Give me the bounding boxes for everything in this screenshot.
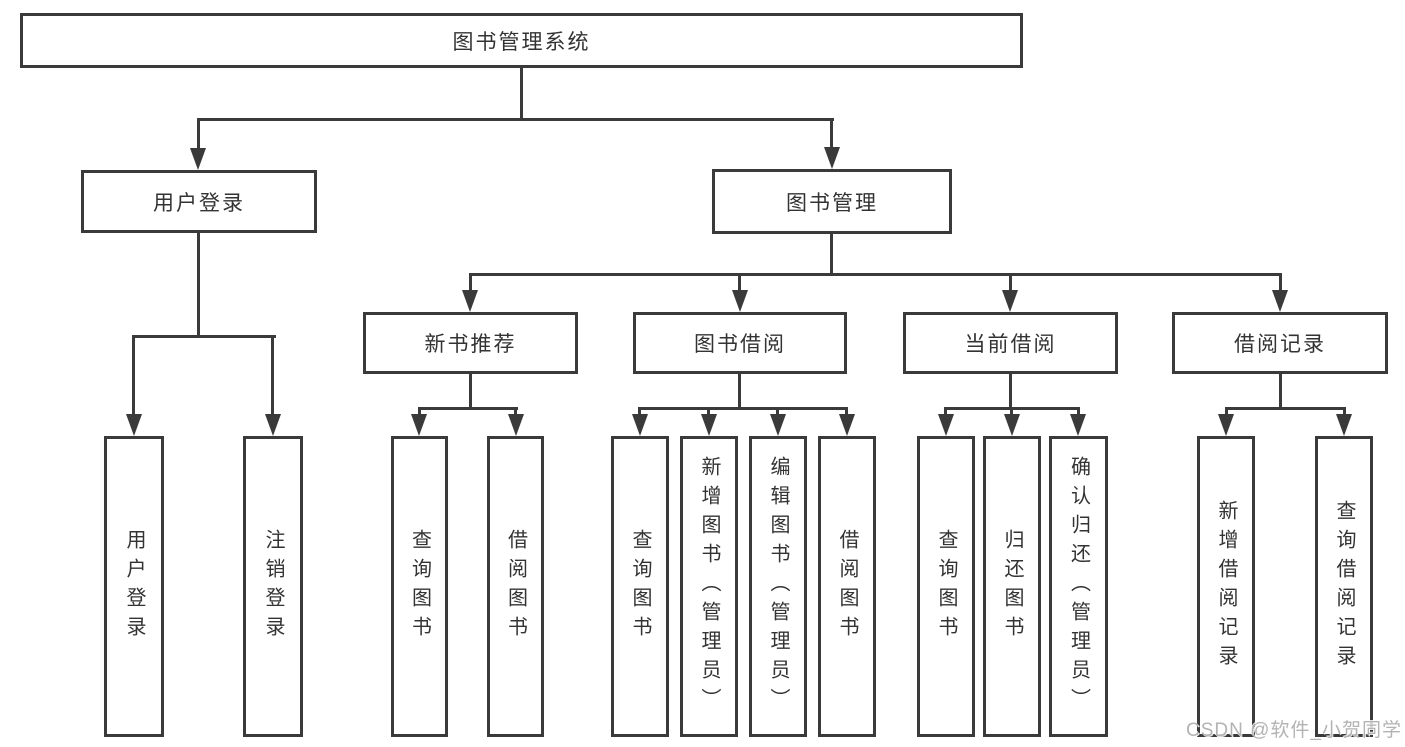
node-new-book-recommend: 新书推荐 [363, 312, 578, 374]
connector-line [418, 407, 518, 410]
connector-line [469, 374, 472, 410]
leaf-records-query-record: 查询借阅记录 [1315, 436, 1373, 737]
connector-line [707, 407, 710, 416]
connector-line [197, 118, 834, 121]
leaf-current-return-books: 归还图书 [983, 436, 1041, 737]
arrow-down-icon [411, 414, 427, 436]
connector-line [271, 335, 274, 416]
connector-line [514, 407, 517, 416]
connector-line [520, 68, 523, 121]
leaf-logout: 注销登录 [243, 436, 303, 737]
connector-line [944, 407, 947, 416]
leaf-user-login: 用户登录 [104, 436, 164, 737]
arrow-down-icon [632, 414, 648, 436]
arrow-down-icon [265, 414, 281, 436]
arrow-down-icon [1336, 414, 1352, 436]
node-book-management: 图书管理 [712, 169, 952, 234]
leaf-recommend-borrow-books: 借阅图书 [487, 436, 544, 737]
node-current-borrowing: 当前借阅 [903, 312, 1118, 374]
arrow-down-icon [824, 147, 840, 169]
leaf-borrow-borrow-books: 借阅图书 [818, 436, 876, 737]
connector-line [197, 118, 200, 150]
connector-line [469, 273, 472, 292]
arrow-down-icon [1004, 414, 1020, 436]
leaf-records-add-record: 新增借阅记录 [1197, 436, 1255, 737]
connector-line [132, 335, 135, 416]
connector-line [638, 407, 848, 410]
node-book-borrowing: 图书借阅 [633, 312, 847, 374]
connector-line [1077, 407, 1080, 416]
connector-line [738, 374, 741, 410]
connector-line [1009, 273, 1012, 292]
connector-line [1279, 273, 1282, 292]
connector-line [469, 273, 1282, 276]
arrow-down-icon [190, 148, 206, 170]
connector-line [418, 407, 421, 416]
connector-line [132, 335, 276, 338]
watermark: CSDN @软件_小贺同学 [1186, 720, 1402, 741]
leaf-current-confirm-return-admin: 确认归还（管理员） [1049, 436, 1108, 737]
leaf-borrow-add-books-admin: 新增图书（管理员） [680, 436, 738, 737]
connector-line [1009, 374, 1012, 410]
arrow-down-icon [508, 414, 524, 436]
connector-line [197, 233, 200, 338]
arrow-down-icon [126, 414, 142, 436]
leaf-borrow-edit-books-admin: 编辑图书（管理员） [749, 436, 807, 737]
arrow-down-icon [1070, 414, 1086, 436]
connector-line [845, 407, 848, 416]
connector-line [1225, 407, 1346, 410]
connector-line [1010, 407, 1013, 416]
connector-line [1279, 374, 1282, 410]
leaf-recommend-query-books: 查询图书 [391, 436, 448, 737]
connector-line [1343, 407, 1346, 416]
arrow-down-icon [1218, 414, 1234, 436]
arrow-down-icon [1002, 290, 1018, 312]
node-root: 图书管理系统 [20, 13, 1023, 68]
arrow-down-icon [839, 414, 855, 436]
arrow-down-icon [732, 290, 748, 312]
leaf-current-query-books: 查询图书 [917, 436, 975, 737]
connector-line [638, 407, 641, 416]
arrow-down-icon [938, 414, 954, 436]
arrow-down-icon [462, 290, 478, 312]
arrow-down-icon [701, 414, 717, 436]
connector-line [738, 273, 741, 292]
node-user-login: 用户登录 [81, 170, 317, 233]
arrow-down-icon [770, 414, 786, 436]
connector-line [830, 118, 833, 149]
arrow-down-icon [1272, 290, 1288, 312]
connector-line [776, 407, 779, 416]
node-borrowing-records: 借阅记录 [1172, 312, 1388, 374]
leaf-borrow-query-books: 查询图书 [611, 436, 669, 737]
connector-line [1225, 407, 1228, 416]
connector-line [830, 234, 833, 276]
